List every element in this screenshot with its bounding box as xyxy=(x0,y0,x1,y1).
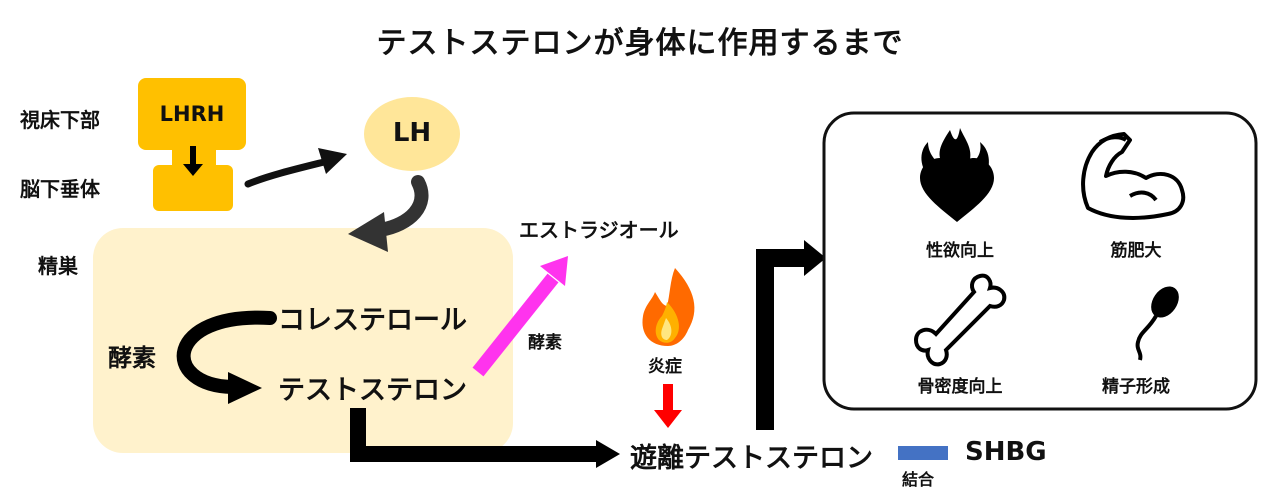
testosterone-to-free-arrow xyxy=(350,408,620,468)
shbg-binding-bar xyxy=(898,446,948,460)
testosterone-text: テストステロン xyxy=(278,375,467,406)
cholesterol-text: コレステロール xyxy=(278,305,467,336)
sperm-icon xyxy=(1135,286,1179,361)
pituitary-label: 脳下垂体 xyxy=(20,177,100,201)
effect-bone-label: 骨密度向上 xyxy=(917,377,1003,397)
bone-icon xyxy=(913,273,1007,367)
fire-icon xyxy=(642,268,695,346)
lh-to-testis-arrow xyxy=(348,175,429,252)
pituitary-box xyxy=(153,165,233,211)
testis-region xyxy=(93,228,513,453)
pituitary-to-lh-arrow xyxy=(244,148,347,188)
inflammation-arrow xyxy=(654,384,682,428)
effect-sperm-label: 精子形成 xyxy=(1102,377,1170,397)
effect-muscle-label: 筋肥大 xyxy=(1110,241,1162,261)
lhrh-down-arrow xyxy=(183,146,203,176)
enzyme-aromatase-arrow xyxy=(472,256,568,377)
shbg-text: SHBG xyxy=(965,437,1047,467)
enzyme-curve-arrow xyxy=(176,310,277,404)
free-testosterone-text: 遊離テストステロン xyxy=(630,443,873,474)
lhrh-box xyxy=(138,78,246,150)
page-title: テストステロンが身体に作用するまで xyxy=(376,26,904,61)
hypothalamus-label: 視床下部 xyxy=(20,108,100,132)
lh-text: LH xyxy=(392,118,432,148)
estradiol-text: エストラジオール xyxy=(519,218,679,242)
flaming-heart-icon xyxy=(920,128,994,222)
enzyme-side-label: 酵素 xyxy=(528,333,562,353)
lh-oval xyxy=(364,97,460,171)
lhrh-text: LHRH xyxy=(159,102,225,126)
free-to-effects-arrow xyxy=(756,240,826,430)
enzyme-main-label: 酵素 xyxy=(108,344,156,372)
binding-label: 結合 xyxy=(902,470,935,489)
inflammation-label: 炎症 xyxy=(648,357,682,377)
effect-libido-label: 性欲向上 xyxy=(926,241,994,261)
testis-label: 精巣 xyxy=(38,254,78,278)
effects-box xyxy=(822,111,1258,411)
flexed-bicep-icon xyxy=(1081,132,1186,220)
